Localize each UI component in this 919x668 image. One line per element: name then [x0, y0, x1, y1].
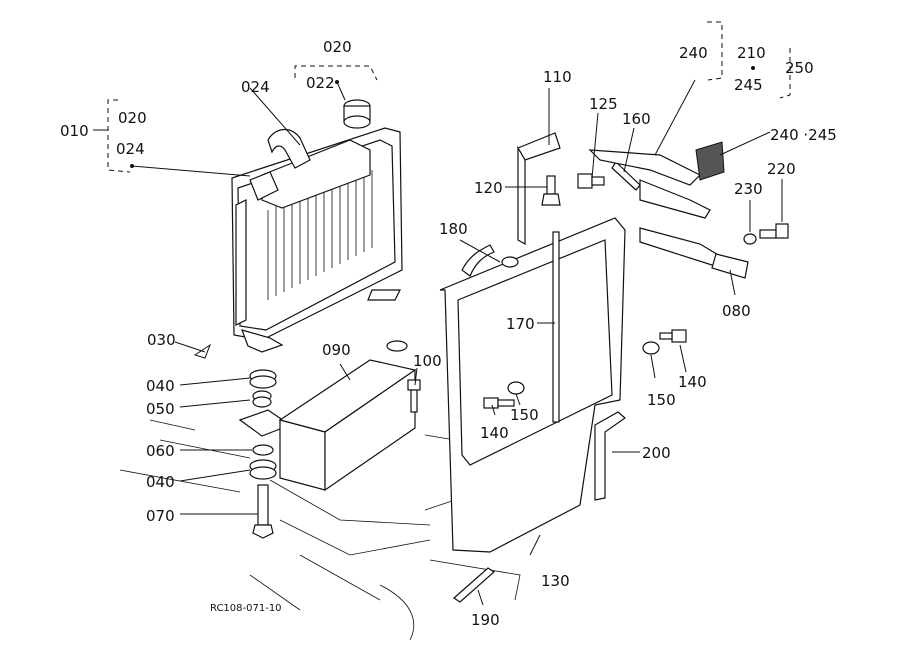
label-140-left: 140	[480, 424, 509, 442]
side-washer	[507, 381, 525, 395]
radiator-cap	[343, 99, 371, 129]
label-125: 125	[589, 95, 618, 113]
label-150-left: 150	[510, 406, 539, 424]
label-020-assembly: 020	[118, 109, 147, 127]
cover-plate	[588, 149, 711, 219]
label-040-lower: 040	[146, 473, 175, 491]
label-020-cap: 020	[323, 38, 352, 56]
label-120: 120	[474, 179, 503, 197]
label-210: 210	[737, 44, 766, 62]
label-110: 110	[543, 68, 572, 86]
label-010: 010	[60, 122, 89, 140]
label-090: 090	[322, 341, 351, 359]
stay-bolt	[577, 173, 605, 189]
bolt	[407, 379, 421, 413]
label-080: 080	[722, 302, 751, 320]
label-250: 250	[785, 59, 814, 77]
label-030: 030	[147, 331, 176, 349]
label-170: 170	[506, 315, 535, 333]
label-040-upper: 040	[146, 377, 175, 395]
mounting-bolt	[252, 484, 274, 539]
label-190: 190	[471, 611, 500, 629]
label-180: 180	[439, 220, 468, 238]
label-150-right: 150	[647, 391, 676, 409]
bullet-dots	[130, 66, 755, 168]
bracket	[278, 340, 417, 492]
collar	[252, 390, 272, 408]
label-070: 070	[146, 507, 175, 525]
label-140-right: 140	[678, 373, 707, 391]
stud-bolt	[541, 175, 561, 206]
grommet	[501, 256, 519, 268]
drawing-code: RC108-071-10	[210, 603, 282, 614]
rubber-strip	[594, 411, 626, 501]
label-220: 220	[767, 160, 796, 178]
radiator-core	[231, 127, 403, 353]
support-rod	[552, 231, 560, 423]
bolt-220	[759, 223, 789, 239]
label-160: 160	[622, 110, 651, 128]
pin	[193, 343, 212, 359]
leader-lines	[93, 79, 783, 606]
upper-hose	[267, 129, 311, 169]
label-230: 230	[734, 180, 763, 198]
label-022: 022	[306, 74, 335, 92]
label-024-assembly: 024	[116, 140, 145, 158]
washer-230	[743, 233, 757, 245]
label-240: 240	[679, 44, 708, 62]
right-bolt	[659, 329, 687, 343]
label-100: 100	[413, 352, 442, 370]
label-240-245: 240 ·245	[770, 126, 837, 144]
cushion-rubber-lower	[249, 444, 277, 480]
label-024: 024	[241, 78, 270, 96]
label-200: 200	[642, 444, 671, 462]
hose-clamp	[461, 244, 495, 277]
name-plate	[695, 141, 725, 181]
label-060: 060	[146, 442, 175, 460]
locating-pin	[453, 567, 495, 603]
stay	[639, 227, 749, 279]
right-washer	[642, 341, 660, 355]
side-bolt	[483, 397, 515, 409]
label-130: 130	[541, 572, 570, 590]
cushion-rubber-upper	[249, 369, 277, 389]
part-labels: 010 020 024 020 022 024 030 040 050 060 …	[60, 38, 837, 629]
label-245: 245	[734, 76, 763, 94]
label-050: 050	[146, 400, 175, 418]
shroud-panel	[439, 217, 626, 553]
group-brackets	[107, 21, 791, 173]
